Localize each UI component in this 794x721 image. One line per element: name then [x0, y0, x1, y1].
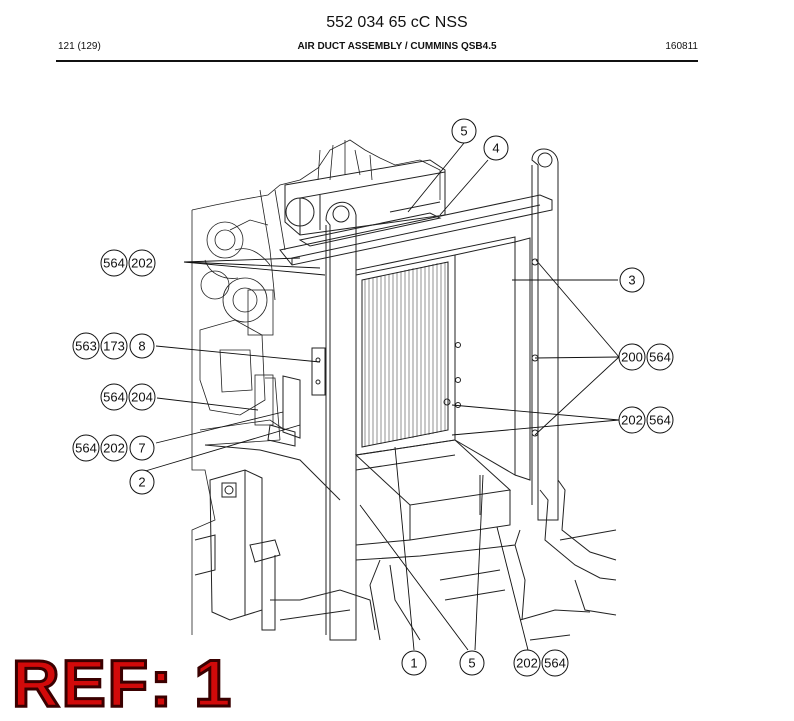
callout-labels: 5 4 564 202 3 563 173 8 200 564 564 204 … [75, 124, 671, 671]
callout-8: 8 [138, 339, 145, 354]
callout-3: 3 [628, 273, 635, 288]
callout-circle [513, 649, 541, 677]
right-post [531, 148, 559, 521]
callout-circle [451, 118, 477, 144]
callout-circle [646, 343, 674, 371]
callout-circle [100, 332, 128, 360]
callout-1: 1 [410, 656, 417, 671]
callout-circle [100, 383, 128, 411]
callout-circle [646, 406, 674, 434]
callout-5-bottom: 5 [468, 656, 475, 671]
callout-circle [541, 649, 569, 677]
engine-outline [191, 139, 441, 635]
callout-circle [129, 469, 155, 495]
callout-202: 202 [131, 256, 153, 271]
mounting-post [194, 469, 281, 631]
callout-circle [483, 135, 509, 161]
callout-5-top: 5 [460, 124, 467, 139]
chassis-frame [204, 444, 617, 641]
callout-circles [72, 118, 674, 677]
callout-circle [72, 332, 100, 360]
callout-circle [619, 267, 645, 293]
callout-circle [129, 435, 155, 461]
callout-564: 564 [544, 656, 566, 671]
callout-564: 564 [649, 350, 671, 365]
left-post [325, 201, 357, 641]
callout-202: 202 [103, 441, 125, 456]
top-housing [284, 159, 446, 236]
top-rail [279, 194, 553, 266]
callout-564: 564 [103, 390, 125, 405]
callout-circle [618, 406, 646, 434]
callout-circle [100, 434, 128, 462]
callout-564: 564 [75, 441, 97, 456]
callout-circle [618, 343, 646, 371]
callout-circle [401, 650, 427, 676]
callout-2: 2 [138, 475, 145, 490]
callout-circle [100, 249, 128, 277]
callout-564: 564 [649, 413, 671, 428]
callout-7: 7 [138, 441, 145, 456]
leader-lines [141, 142, 620, 651]
callout-4: 4 [492, 141, 499, 156]
left-bracket [267, 347, 326, 447]
radiator-frame [355, 236, 516, 456]
callout-563: 563 [75, 339, 97, 354]
diagram-line-art [191, 139, 617, 641]
document-number: 552 034 65 cC NSS [326, 14, 468, 31]
callout-204: 204 [131, 390, 153, 405]
page-number: 121 (129) [58, 41, 101, 52]
callout-202: 202 [621, 413, 643, 428]
callout-circle [72, 434, 100, 462]
callout-circle [129, 333, 155, 359]
callout-circle [128, 383, 156, 411]
header-rule [56, 60, 698, 62]
callout-200: 200 [621, 350, 643, 365]
callout-202: 202 [516, 656, 538, 671]
callout-circle [128, 249, 156, 277]
page-title: AIR DUCT ASSEMBLY / CUMMINS QSB4.5 [297, 41, 497, 52]
radiator-fins [364, 262, 446, 447]
revision-date: 160811 [665, 41, 698, 52]
reference-label: REF: 1 [10, 646, 234, 720]
callout-564: 564 [103, 256, 125, 271]
callout-173: 173 [103, 339, 125, 354]
lower-duct [354, 439, 521, 561]
side-shroud [443, 237, 539, 481]
callout-circle [459, 650, 485, 676]
